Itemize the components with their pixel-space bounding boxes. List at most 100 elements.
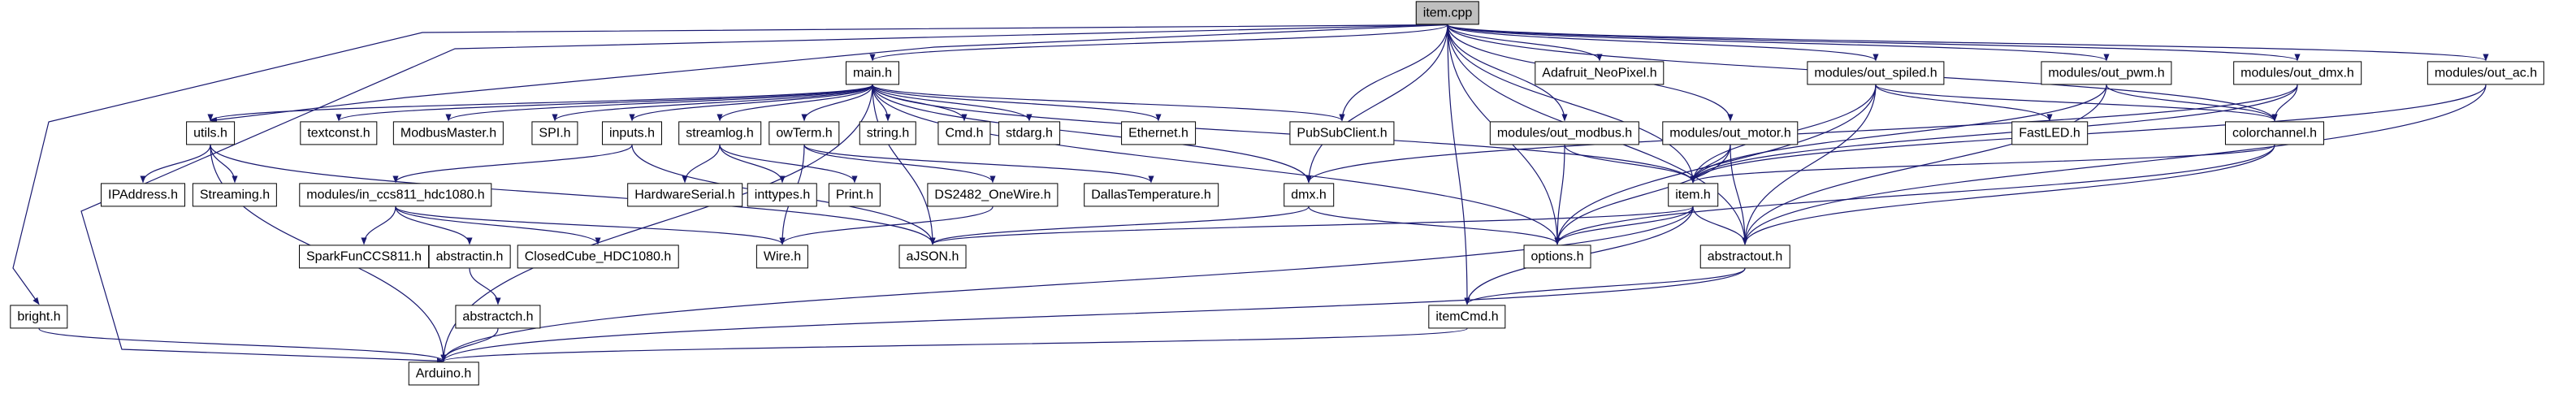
- include-edge-item-cpp-to-arduino-h: [80, 24, 1448, 364]
- graph-node-item-h[interactable]: item.h: [1668, 183, 1718, 207]
- include-edge-item-cpp-to-dmx-h: [1305, 24, 1448, 184]
- include-edge-in-ccs811-hdc1080-h-to-abstractin-h: [395, 206, 473, 245]
- include-edge-main-h-to-spi-h: [552, 84, 873, 122]
- graph-node-ipaddress-h[interactable]: IPAddress.h: [101, 183, 185, 207]
- include-edge-in-ccs811-hdc1080-h-to-sparkfunccs811-h: [361, 206, 396, 245]
- graph-node-ajson-h[interactable]: aJSON.h: [898, 245, 967, 269]
- include-edge-main-h-to-options-h: [872, 84, 1561, 245]
- include-edge-main-h-to-ethernet-h: [872, 84, 1162, 122]
- graph-node-modbusmaster-h[interactable]: ModbusMaster.h: [392, 121, 504, 145]
- include-edge-main-h-to-stdarg-h: [872, 84, 1033, 122]
- include-edge-out-dmx-h-to-dmx-h: [1305, 84, 2298, 184]
- include-edge-main-h-to-pubsubclient-h: [872, 84, 1345, 122]
- graph-node-inttypes-h[interactable]: inttypes.h: [747, 183, 818, 207]
- include-edge-owterm-h-to-dallastemperature-h: [803, 144, 1154, 184]
- include-edge-item-cpp-to-main-h: [869, 24, 1448, 62]
- graph-node-colorchannel-h[interactable]: colorchannel.h: [2224, 121, 2325, 145]
- graph-node-hardwareserial-h[interactable]: HardwareSerial.h: [627, 183, 742, 207]
- graph-node-out-pwm-h[interactable]: modules/out_pwm.h: [2041, 61, 2172, 85]
- graph-node-out-ac-h[interactable]: modules/out_ac.h: [2427, 61, 2545, 85]
- graph-node-out-spiled-h[interactable]: modules/out_spiled.h: [1807, 61, 1945, 85]
- graph-node-abstractch-h[interactable]: abstractch.h: [455, 305, 541, 329]
- include-edge-colorchannel-h-to-options-h: [1554, 145, 2275, 245]
- graph-node-pubsubclient-h[interactable]: PubSubClient.h: [1289, 121, 1395, 145]
- graph-node-abstractout-h[interactable]: abstractout.h: [1699, 245, 1790, 269]
- include-edge-streamlog-h-to-hardwareserial-h: [682, 145, 721, 184]
- graph-node-ethernet-h[interactable]: Ethernet.h: [1121, 121, 1196, 145]
- graph-node-wire-h[interactable]: Wire.h: [755, 245, 809, 269]
- include-edge-item-cpp-to-item-h: [1447, 24, 1696, 184]
- include-edge-main-h-to-textconst-h: [336, 84, 873, 122]
- graph-node-textconst-h[interactable]: textconst.h: [300, 121, 378, 145]
- graph-node-fastled-h[interactable]: FastLED.h: [2011, 121, 2088, 145]
- include-edge-abstractch-h-to-arduino-h: [440, 328, 499, 362]
- graph-node-closedcube-hdc1080-h[interactable]: ClosedCube_HDC1080.h: [517, 245, 679, 269]
- graph-node-arduino-h[interactable]: Arduino.h: [408, 362, 479, 386]
- include-edge-out-ac-h-to-item-h: [1690, 84, 2487, 184]
- include-edge-out-motor-h-to-abstractout-h: [1730, 145, 1748, 245]
- include-edge-item-h-to-ajson-h: [929, 206, 1694, 245]
- include-edge-out-spiled-h-to-abstractout-h: [1742, 84, 1877, 245]
- graph-node-streamlog-h[interactable]: streamlog.h: [678, 121, 761, 145]
- include-edge-out-spiled-h-to-colorchannel-h: [1875, 84, 2278, 122]
- include-edge-item-cpp-to-out-dmx-h: [1447, 24, 2301, 62]
- include-edge-in-ccs811-hdc1080-h-to-wire-h: [395, 206, 786, 245]
- include-edge-dmx-h-to-options-h: [1308, 206, 1561, 245]
- include-edge-item-cpp-to-pubsubclient-h: [1339, 24, 1448, 122]
- graph-node-dmx-h[interactable]: dmx.h: [1284, 183, 1334, 207]
- include-edge-in-ccs811-hdc1080-h-to-closedcube-hdc1080-h: [395, 206, 601, 245]
- graph-node-itemcmd-h[interactable]: itemCmd.h: [1428, 305, 1506, 329]
- graph-node-ds2482-onewire-h[interactable]: DS2482_OneWire.h: [927, 183, 1059, 207]
- include-edge-out-dmx-h-to-item-h: [1690, 84, 2298, 184]
- include-edge-item-h-to-arduino-h: [440, 206, 1694, 362]
- include-edge-main-h-to-owterm-h: [801, 84, 873, 122]
- include-edge-main-h-to-streamlog-h: [717, 84, 873, 122]
- graph-node-item-cpp: item.cpp: [1415, 1, 1480, 25]
- include-edge-dmx-h-to-ajson-h: [929, 206, 1310, 245]
- include-edge-bright-h-to-arduino-h: [38, 327, 447, 362]
- graph-node-adafruit-neopixel-h[interactable]: Adafruit_NeoPixel.h: [1535, 61, 1665, 85]
- include-edge-abstractin-h-to-abstractch-h: [469, 268, 501, 305]
- include-edge-out-modbus-h-to-options-h: [1554, 145, 1565, 245]
- include-edge-main-h-to-item-h: [872, 84, 1696, 184]
- graph-node-spi-h[interactable]: SPI.h: [531, 121, 578, 145]
- graph-node-main-h[interactable]: main.h: [845, 61, 900, 85]
- include-edge-main-h-to-dmx-h: [872, 84, 1312, 184]
- include-edge-out-pwm-h-to-item-h: [1690, 84, 2107, 184]
- include-edge-item-cpp-to-itemcmd-h: [1447, 24, 1470, 305]
- graph-node-inputs-h[interactable]: inputs.h: [601, 121, 663, 145]
- graph-node-dallastemperature-h[interactable]: DallasTemperature.h: [1084, 183, 1219, 207]
- graph-node-bright-h[interactable]: bright.h: [10, 305, 68, 329]
- graph-node-out-motor-h[interactable]: modules/out_motor.h: [1662, 121, 1799, 145]
- include-edge-main-h-to-utils-h: [207, 84, 873, 122]
- include-edge-out-dmx-h-to-colorchannel-h: [2271, 84, 2298, 122]
- include-edge-item-cpp-to-bright-h: [12, 24, 1448, 305]
- graph-node-abstractin-h[interactable]: abstractin.h: [428, 245, 511, 269]
- graph-node-out-modbus-h[interactable]: modules/out_modbus.h: [1489, 121, 1640, 145]
- graph-node-string-h[interactable]: string.h: [859, 121, 917, 145]
- include-edge-out-motor-h-to-options-h: [1554, 145, 1731, 245]
- graph-node-print-h[interactable]: Print.h: [828, 183, 881, 207]
- include-edge-abstractout-h-to-arduino-h: [440, 268, 1746, 362]
- include-edge-ds2482-onewire-h-to-wire-h: [779, 206, 994, 245]
- include-edge-out-pwm-h-to-colorchannel-h: [2106, 84, 2278, 122]
- graph-node-sparkfunccs811-h[interactable]: SparkFunCCS811.h: [299, 245, 429, 269]
- include-edge-utils-h-to-streaming-h: [210, 145, 238, 184]
- graph-node-stdarg-h[interactable]: stdarg.h: [998, 121, 1060, 145]
- include-edge-out-pwm-h-to-abstractout-h: [1742, 84, 2107, 245]
- include-edge-out-ac-h-to-abstractout-h: [1742, 84, 2487, 245]
- include-edge-item-cpp-to-out-modbus-h: [1447, 24, 1568, 122]
- graph-node-options-h[interactable]: options.h: [1523, 245, 1591, 269]
- graph-node-streaming-h[interactable]: Streaming.h: [192, 183, 278, 207]
- graph-node-utils-h[interactable]: utils.h: [186, 121, 235, 145]
- include-edge-inputs-h-to-in-ccs811-hdc1080-h: [392, 145, 633, 184]
- include-edge-item-h-to-abstractout-h: [1692, 206, 1748, 245]
- graph-node-cmd-h[interactable]: Cmd.h: [937, 121, 991, 145]
- graph-node-owterm-h[interactable]: owTerm.h: [768, 121, 840, 145]
- include-edge-utils-h-to-ipaddress-h: [140, 145, 211, 184]
- graph-node-in-ccs811-hdc1080-h[interactable]: modules/in_ccs811_hdc1080.h: [299, 183, 492, 207]
- include-edge-item-cpp-to-utils-h: [210, 24, 1448, 123]
- graph-node-out-dmx-h[interactable]: modules/out_dmx.h: [2233, 61, 2362, 85]
- include-edge-streamlog-h-to-inttypes-h: [719, 145, 786, 184]
